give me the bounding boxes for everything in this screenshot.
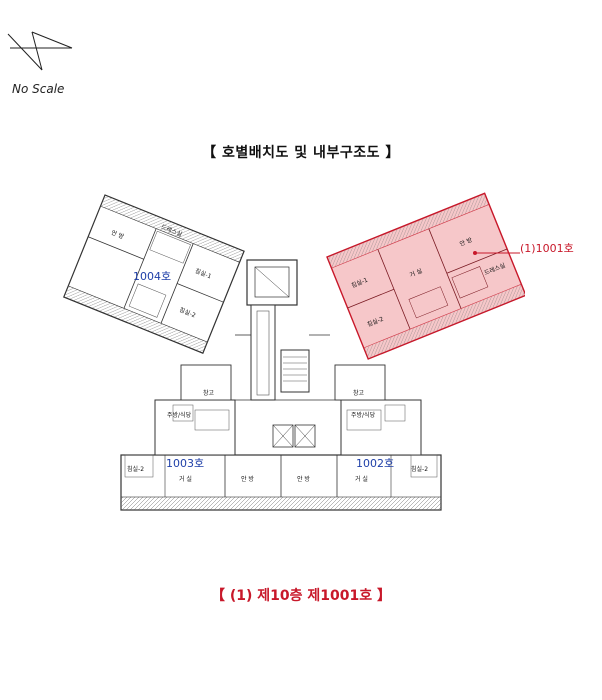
room-label: 거 실 [355, 475, 368, 483]
room-label: 주방/식당 [351, 411, 376, 419]
unit-label-1004: 1004호 [133, 270, 172, 283]
floor-plan: 안 방 침실-1 침실-2 드레스실 침실-1 침실-2 거 실 안 방 드레스… [63, 192, 525, 511]
room-label: 주방/식당 [167, 411, 192, 419]
room-label: 안 방 [297, 475, 310, 483]
room-label: 침실-2 [127, 465, 144, 473]
unit-1004: 안 방 침실-1 침실-2 드레스실 [63, 194, 245, 354]
unit-label-1002: 1002호 [356, 457, 395, 470]
room-label: 안 방 [241, 475, 254, 483]
callout-dot [473, 251, 477, 255]
unit-1001-highlight: 침실-1 침실-2 거 실 안 방 드레스실 [326, 192, 525, 360]
unit-label-1003: 1003호 [166, 457, 205, 470]
unit-caption: 【 (1) 제10층 제1001호 】 [210, 588, 391, 604]
highlight-unit-callout: (1)1001호 [520, 242, 574, 255]
room-label: 거 실 [179, 475, 192, 483]
room-label: 창고 [353, 389, 365, 397]
page-title: 【 호별배치도 및 내부구조도 】 [202, 145, 400, 161]
central-core [235, 259, 345, 448]
no-scale-note: No Scale [12, 82, 65, 96]
room-label: 침실-2 [411, 465, 428, 473]
room-label: 창고 [203, 389, 215, 397]
north-arrow-icon [7, 31, 73, 71]
lower-block: 거 실 안 방 안 방 거 실 침실-2 침실-2 창고 창고 주방/식당 주방… [120, 364, 442, 511]
